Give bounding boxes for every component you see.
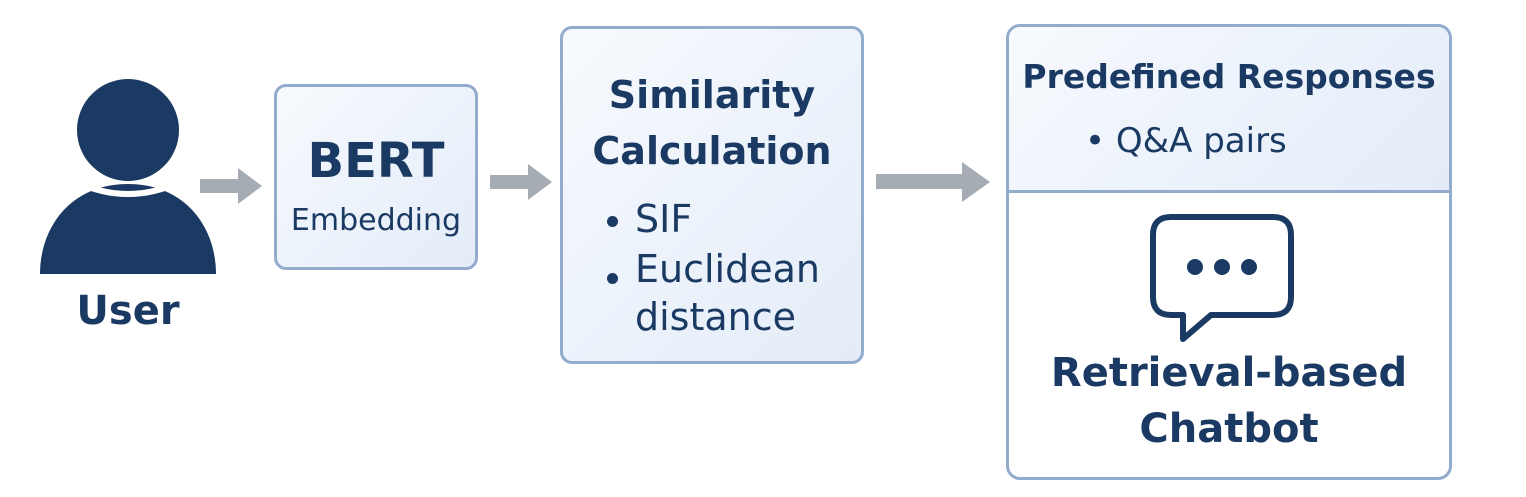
bullet-dot-sif (607, 216, 618, 227)
bullet-distance: distance (635, 295, 797, 339)
chatbot-label: Retrieval-based Chatbot (1009, 345, 1449, 457)
chat-bubble-icon (1150, 214, 1294, 342)
predefined-responses-title: Predefined Responses (1022, 57, 1436, 96)
bert-subtitle: Embedding (290, 203, 462, 238)
predefined-responses-box: Predefined Responses • Q&A pairs (1009, 27, 1449, 193)
user-label: User (76, 288, 180, 334)
similarity-title-line2: Calculation (592, 129, 832, 173)
chatbot-label-line1: Retrieval-based (1050, 350, 1408, 396)
bert-title: BERT (307, 133, 445, 189)
bert-embedding-box: BERT Embedding (274, 84, 478, 270)
qa-pairs-item: • Q&A pairs (1085, 121, 1287, 161)
similarity-title-line1: Similarity (608, 73, 816, 117)
chatbot-label-line2: Chatbot (1139, 406, 1319, 452)
bullet-euclidean: Euclidean (635, 247, 820, 291)
similarity-calculation-box: Similarity Calculation SIF Euclidean dis… (560, 26, 864, 364)
similarity-title: Similarity Calculation (563, 67, 861, 179)
retrieval-chatbot-panel: Predefined Responses • Q&A pairs Retriev… (1006, 24, 1452, 480)
arrow-user-to-bert (200, 168, 262, 204)
arrow-similarity-to-responses (876, 162, 990, 202)
bullet-dot-euclidean (607, 273, 618, 284)
arrow-bert-to-similarity (490, 164, 552, 200)
user-icon (40, 79, 216, 274)
bullet-sif: SIF (635, 197, 693, 241)
